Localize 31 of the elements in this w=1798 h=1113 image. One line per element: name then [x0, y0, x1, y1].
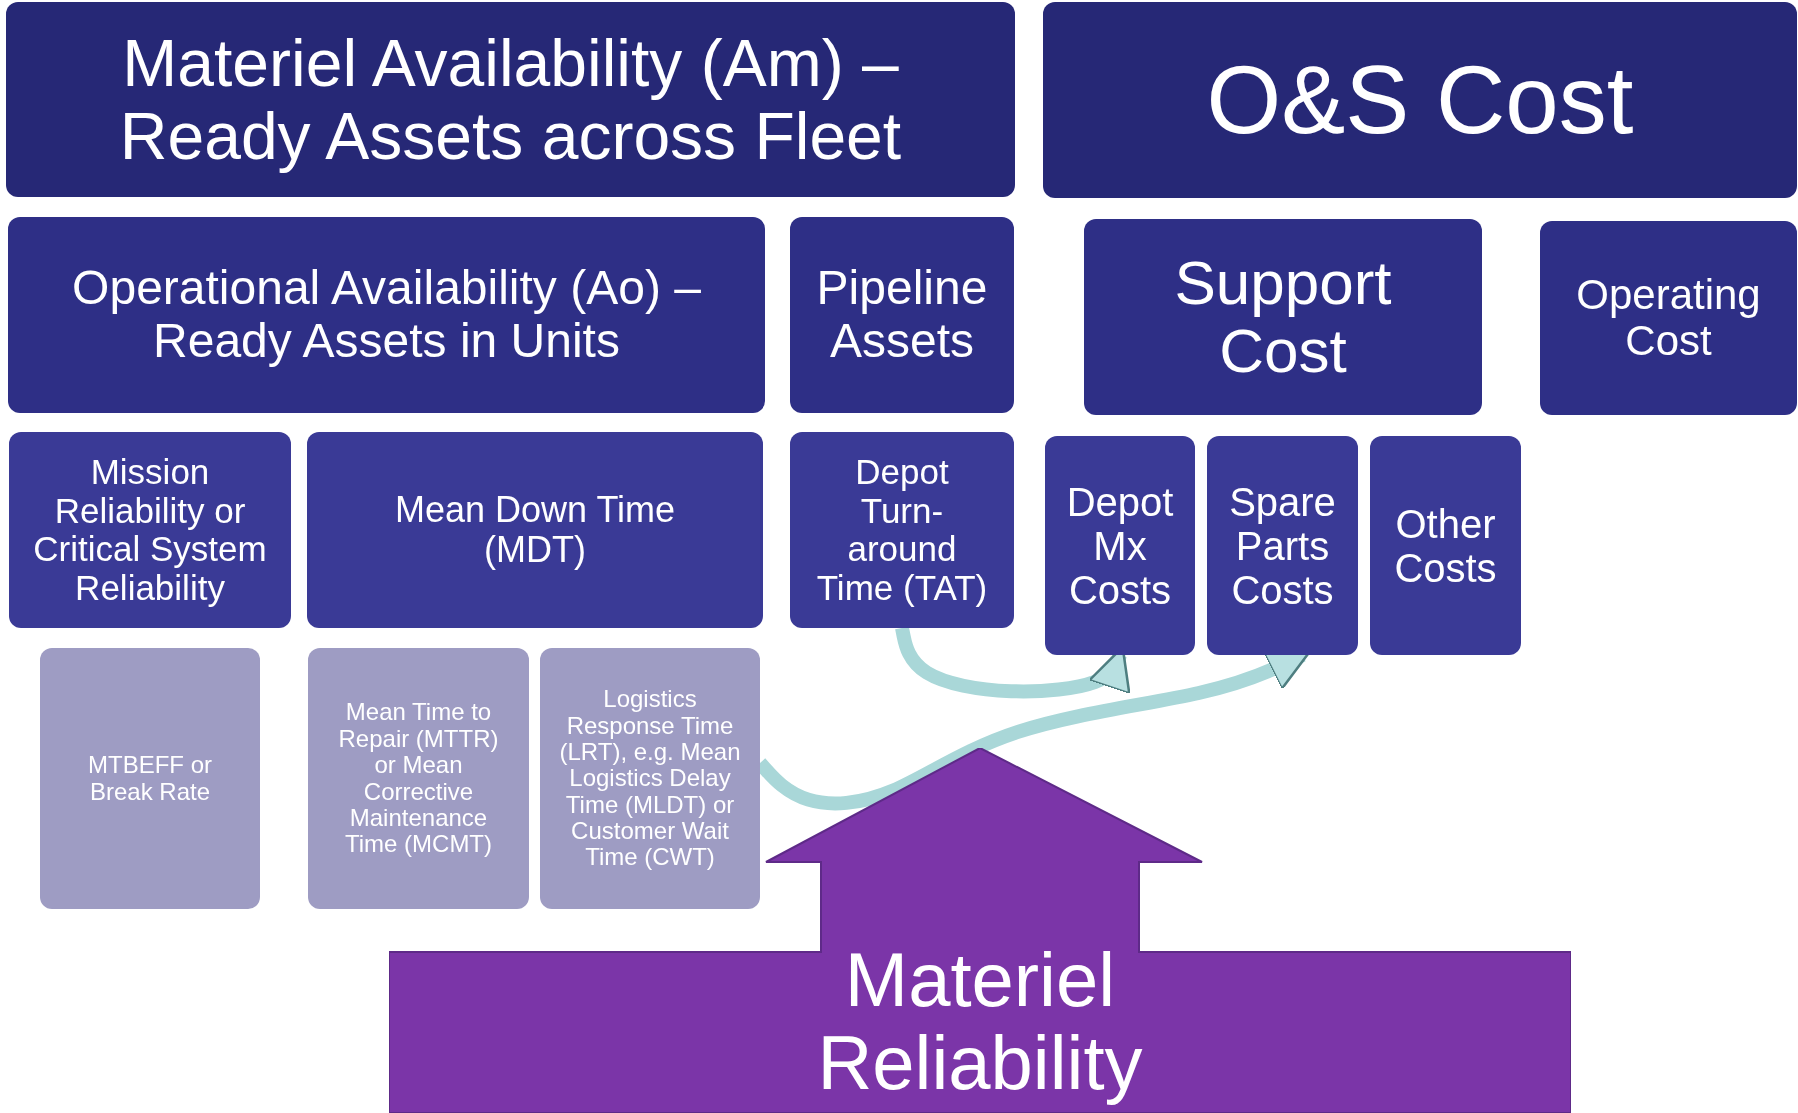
box-label: Mean Time to Repair (MTTR) or Mean Corrective Maintenance Time (MCMT): [337, 699, 500, 858]
category-box: [1207, 436, 1358, 655]
metric-box: [40, 648, 260, 909]
box-label: Spare Parts Costs: [1228, 479, 1337, 612]
box-label: Logistics Response Time (LRT), e.g. Mean Logistics Delay Time (MLDT) or Customer Wait Time (CWT): [558, 686, 742, 871]
box-label: Depot Turn-around Time (TAT): [815, 453, 989, 607]
box-label: Materiel Reliability: [816, 937, 1144, 1105]
box-label: Pipeline Assets: [815, 262, 989, 368]
box-label: O&S Cost: [1206, 47, 1634, 153]
box-label: Mission Reliability or Critical System Reliability: [32, 453, 268, 607]
category-box: [8, 217, 765, 413]
category-box: [1540, 221, 1797, 415]
box-label: Operating Cost: [1575, 271, 1762, 365]
category-box: [307, 432, 763, 628]
box-label: Mean Down Time (MDT): [393, 490, 677, 570]
category-box: [790, 432, 1014, 628]
category-box: [1043, 2, 1797, 198]
box-label: Operational Availability (Ao) – Ready Assets in Units: [71, 262, 702, 368]
metric-box: [540, 648, 760, 909]
box-label: Materiel Availability (Am) – Ready Assets across Fleet: [118, 26, 903, 173]
category-box: [9, 432, 291, 628]
category-box: [1084, 219, 1482, 415]
category-box: [6, 2, 1015, 197]
box-label: Support Cost: [1173, 248, 1393, 386]
category-box: [790, 217, 1014, 413]
box-label: MTBEFF or Break Rate: [87, 752, 213, 805]
category-box: [1045, 436, 1195, 655]
box-label: Depot Mx Costs: [1065, 479, 1175, 612]
category-box: [1370, 436, 1521, 655]
box-label: Other Costs: [1393, 501, 1498, 590]
metric-box: [308, 648, 529, 909]
